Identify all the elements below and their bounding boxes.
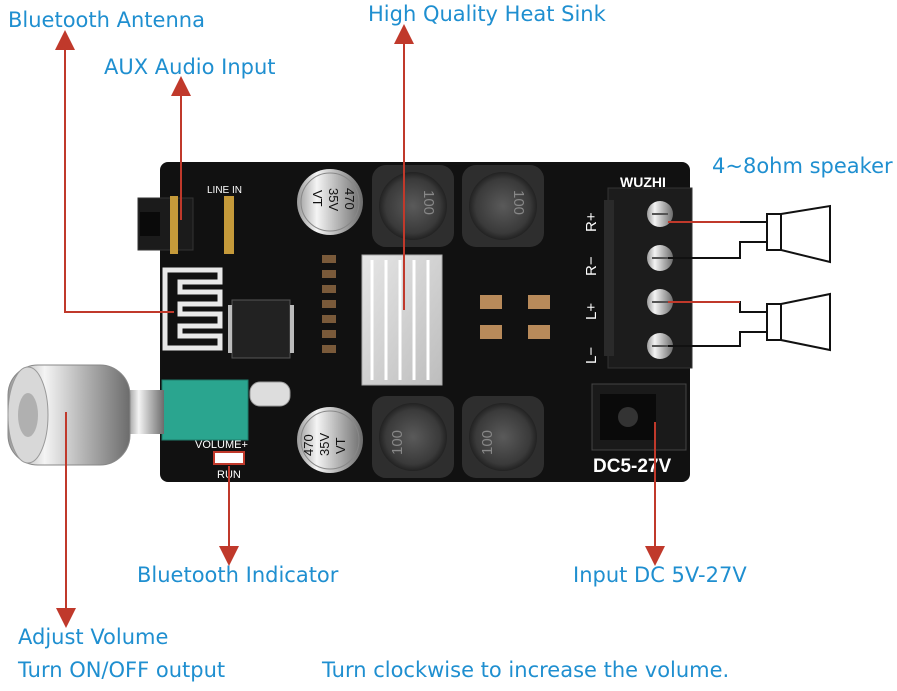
label-turn-on-off: Turn ON/OFF output xyxy=(18,658,226,682)
label-clockwise-note: Turn clockwise to increase the volume. xyxy=(322,658,730,682)
aux-jack xyxy=(137,196,234,254)
terminal-label-r-minus: R− xyxy=(583,256,600,276)
smd-components xyxy=(322,255,550,353)
silk-line-in: LINE IN xyxy=(207,185,242,196)
inductor-bottom-right: 100 xyxy=(462,396,544,478)
volume-potentiometer xyxy=(128,379,291,441)
bluetooth-antenna-trace xyxy=(162,267,223,351)
svg-text:35V: 35V xyxy=(317,433,332,456)
dc-jack xyxy=(591,383,687,451)
inductor-top-right: 100 xyxy=(462,165,544,247)
label-bluetooth-indicator: Bluetooth Indicator xyxy=(137,563,339,587)
label-input-dc: Input DC 5V-27V xyxy=(573,563,747,587)
arrow-bluetooth-antenna xyxy=(55,30,174,313)
inductor-bottom-left: 100 xyxy=(372,396,454,478)
svg-text:100: 100 xyxy=(510,190,527,215)
heat-sink xyxy=(361,254,443,386)
capacitor-bottom: 470 35V VT xyxy=(297,407,363,473)
silk-dc-rating: DC5-27V xyxy=(593,456,671,477)
terminal-label-r-plus: R+ xyxy=(583,212,600,232)
amplifier-chip xyxy=(231,299,291,359)
bluetooth-indicator-led xyxy=(213,451,245,465)
svg-text:100: 100 xyxy=(389,430,406,455)
inductor-top-left: 100 xyxy=(372,165,454,247)
speaker-right-icon xyxy=(766,204,831,264)
volume-knob-icon[interactable] xyxy=(7,364,131,466)
label-bluetooth-antenna: Bluetooth Antenna xyxy=(8,8,205,32)
label-aux-audio-input: AUX Audio Input xyxy=(104,55,276,79)
label-adjust-volume: Adjust Volume xyxy=(18,625,169,649)
svg-text:100: 100 xyxy=(420,190,437,215)
svg-text:VT: VT xyxy=(333,437,348,454)
svg-text:470: 470 xyxy=(301,434,316,456)
silk-brand: WUZHI xyxy=(620,174,666,190)
capacitor-top: 470 35V VT xyxy=(297,169,363,235)
callout-arrows xyxy=(55,24,665,628)
label-speaker: 4~8ohm speaker xyxy=(712,154,893,178)
terminal-label-l-minus: L− xyxy=(583,347,600,364)
terminal-label-l-plus: L+ xyxy=(583,303,600,320)
terminal-block xyxy=(604,187,693,369)
svg-text:35V: 35V xyxy=(326,188,341,211)
svg-text:VT: VT xyxy=(310,190,325,207)
label-heat-sink: High Quality Heat Sink xyxy=(368,2,606,26)
svg-text:100: 100 xyxy=(479,430,496,455)
speaker-left-icon xyxy=(766,292,831,352)
svg-text:470: 470 xyxy=(342,188,357,210)
silk-volume: VOLUME+ xyxy=(195,439,248,451)
